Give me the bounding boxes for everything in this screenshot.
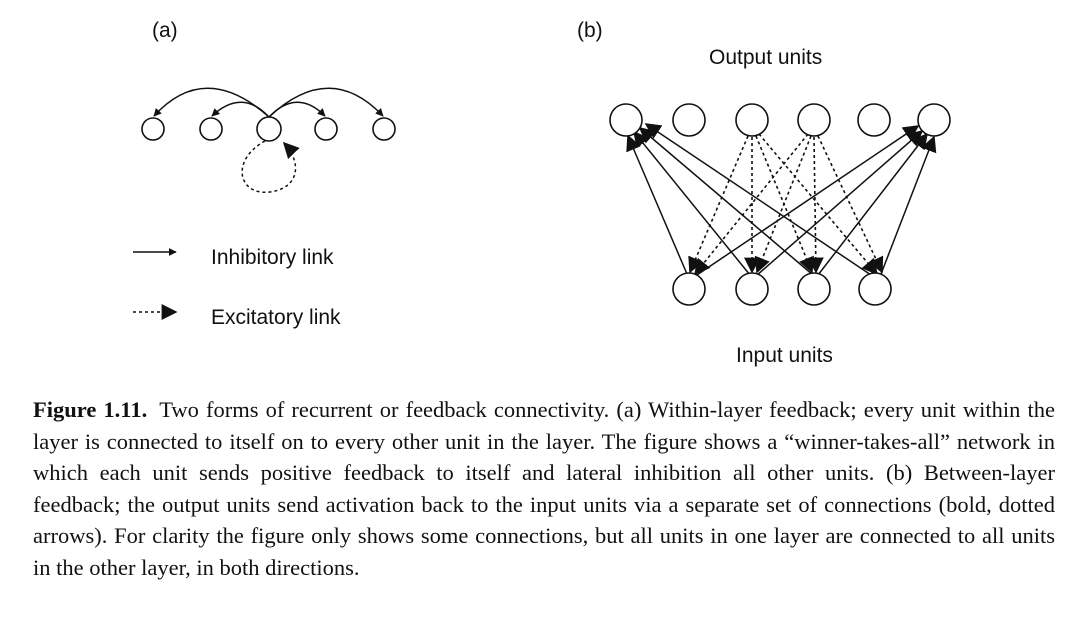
output-unit-3 — [735, 103, 769, 137]
ff-in2-out6 — [755, 129, 924, 277]
unit-a5 — [372, 117, 396, 141]
input-units-title: Input units — [736, 344, 833, 367]
fb-out4-in4 — [817, 135, 884, 274]
panel-a-units — [141, 116, 396, 142]
output-units — [609, 103, 951, 137]
feedforward-links — [626, 123, 937, 278]
inhibitory-arc-to-a5 — [268, 87, 384, 118]
output-unit-2 — [672, 103, 706, 137]
fb-out3-in4 — [758, 133, 879, 276]
input-unit-4 — [858, 272, 892, 306]
inhibitory-arc-to-a2 — [211, 101, 270, 118]
input-unit-1 — [672, 272, 706, 306]
excitatory-self-loop — [241, 140, 300, 193]
output-unit-4 — [797, 103, 831, 137]
input-unit-3 — [797, 272, 831, 306]
input-unit-2 — [735, 272, 769, 306]
ff-in1-out1 — [626, 134, 688, 275]
ff-in4-out1 — [644, 123, 875, 278]
input-units — [672, 272, 892, 306]
panel-b-label: (b) — [577, 19, 603, 42]
ff-in3-out6 — [817, 132, 928, 276]
legend-inhibitory-label: Inhibitory link — [211, 246, 334, 269]
legend-excitatory-label: Excitatory link — [211, 306, 341, 329]
output-unit-1 — [609, 103, 643, 137]
unit-a3 — [256, 116, 282, 142]
ff-in1-out6 — [693, 125, 920, 278]
caption-text: Two forms of recurrent or feedback conne… — [33, 397, 1056, 580]
ff-in4-out6 — [880, 135, 937, 275]
ff-in2-out1 — [632, 130, 751, 276]
unit-a1 — [141, 117, 165, 141]
output-units-title: Output units — [709, 46, 822, 69]
feedback-links — [688, 133, 884, 276]
inhibitory-arc-to-a1 — [153, 87, 270, 118]
figure-caption: Figure 1.11.Two forms of recurrent or fe… — [33, 394, 1055, 583]
fb-out4-in2 — [754, 135, 812, 274]
ff-in3-out1 — [638, 126, 814, 276]
output-unit-5 — [857, 103, 891, 137]
fb-out4-in3 — [807, 136, 824, 274]
caption-figure-label: Figure 1.11. — [33, 397, 148, 422]
panel-a-legend: Inhibitory link Excitatory link — [133, 246, 341, 329]
panel-a-inhibitory-links — [153, 87, 384, 118]
panel-a-label: (a) — [152, 19, 178, 42]
output-unit-6 — [917, 103, 951, 137]
unit-a4 — [314, 117, 338, 141]
unit-a2 — [199, 117, 223, 141]
fb-out3-in1 — [688, 135, 749, 274]
